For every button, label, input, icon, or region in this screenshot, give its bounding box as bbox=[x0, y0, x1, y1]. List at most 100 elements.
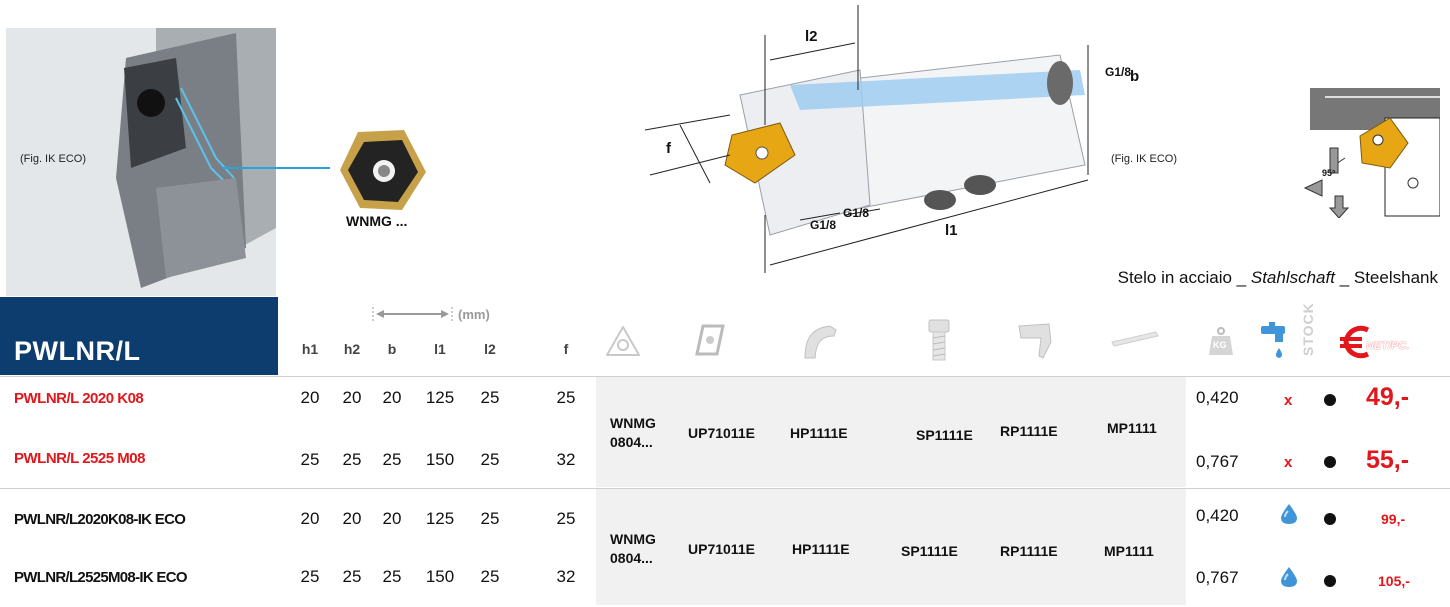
val-h1: 20 bbox=[300, 509, 320, 528]
val-b: 25 bbox=[382, 567, 402, 586]
price: 49,- bbox=[1366, 383, 1410, 411]
shim-part: UP71011E bbox=[688, 425, 755, 441]
col-f: f bbox=[563, 341, 569, 357]
insert-graphic bbox=[338, 128, 430, 217]
euro-icon bbox=[1338, 325, 1378, 364]
dim-g-mid: G1/8 bbox=[843, 206, 870, 220]
insert-label: WNMG ... bbox=[346, 213, 408, 229]
shank-sep-1: _ bbox=[1231, 268, 1251, 287]
approach-diagram bbox=[1300, 88, 1441, 223]
order-code: PWLNR/L 2525 M08 bbox=[14, 450, 145, 467]
insert-code-line2: 0804... bbox=[610, 550, 653, 566]
lever-part: RP1111E bbox=[1000, 423, 1058, 439]
col-l2: l2 bbox=[484, 341, 496, 357]
val-h1: 25 bbox=[300, 450, 320, 469]
table-row[interactable]: PWLNR/L 2020 K08 20 20 20 125 25 25 bbox=[0, 376, 596, 431]
table-row[interactable]: PWLNR/L2020K08-IK ECO 20 20 20 125 25 25 bbox=[0, 489, 596, 545]
price: 105,- bbox=[1378, 573, 1410, 589]
price: 55,- bbox=[1366, 446, 1410, 474]
screw-part: SP1111E bbox=[916, 427, 973, 443]
units-arrow bbox=[372, 306, 453, 321]
weight-icon-label: KG bbox=[1213, 340, 1227, 350]
coolant-drop-icon bbox=[1280, 566, 1298, 593]
weight-value: 0,420 bbox=[1196, 506, 1239, 525]
coolant-drop-icon bbox=[1280, 503, 1298, 530]
technical-drawing bbox=[640, 5, 1111, 285]
val-l1: 150 bbox=[425, 450, 455, 469]
table-row[interactable]: PWLNR/L2525M08-IK ECO 25 25 25 150 25 32 bbox=[0, 546, 596, 604]
val-b: 20 bbox=[382, 388, 402, 407]
coolant-none-mark: x bbox=[1284, 392, 1293, 409]
coolant-tap-icon bbox=[1257, 322, 1289, 367]
dim-g-top: G1/8 bbox=[1105, 65, 1132, 79]
divider-mid bbox=[0, 488, 1450, 489]
clamp-part: HP1111E bbox=[790, 425, 848, 441]
val-l1: 150 bbox=[425, 567, 455, 586]
stock-header: STOCK bbox=[1300, 302, 1316, 356]
val-l1: 125 bbox=[425, 388, 455, 407]
shank-sep-2: _ bbox=[1334, 268, 1354, 287]
dim-b: b bbox=[1130, 68, 1140, 85]
val-h2: 20 bbox=[342, 388, 362, 407]
table-row[interactable]: PWLNR/L 2525 M08 25 25 25 150 25 32 bbox=[0, 432, 596, 487]
shim-icon bbox=[695, 322, 725, 363]
pin-part: MP1111 bbox=[1104, 543, 1154, 559]
shank-caption: Stelo in acciaio _ Stahlschaft _ Steelsh… bbox=[1118, 268, 1438, 288]
shank-caption-de: Stahlschaft bbox=[1250, 268, 1335, 287]
val-f: 25 bbox=[556, 509, 576, 528]
lever-icon bbox=[1015, 320, 1055, 365]
stock-dot bbox=[1324, 575, 1336, 587]
weight-value: 0,420 bbox=[1196, 388, 1239, 407]
drawing-caption: (Fig. IK ECO) bbox=[1111, 153, 1178, 165]
divider-top bbox=[0, 376, 1450, 377]
val-f: 32 bbox=[556, 450, 576, 469]
insert-code-line2: 0804... bbox=[610, 434, 653, 450]
price: 99,- bbox=[1381, 511, 1406, 527]
stock-dot bbox=[1324, 456, 1336, 468]
val-h1: 25 bbox=[300, 567, 320, 586]
tool-holder-photo bbox=[6, 28, 276, 296]
weight-value: 0,767 bbox=[1196, 452, 1239, 471]
screw-part: SP1111E bbox=[901, 543, 958, 559]
shim-part: UP71011E bbox=[688, 541, 755, 557]
dim-g-low: G1/8 bbox=[810, 218, 837, 232]
dim-f: f bbox=[666, 140, 671, 157]
photo-caption: (Fig. IK ECO) bbox=[20, 153, 87, 165]
col-b: b bbox=[387, 341, 397, 357]
val-l2: 25 bbox=[480, 509, 500, 528]
stock-dot bbox=[1324, 513, 1336, 525]
val-h1: 20 bbox=[300, 388, 320, 407]
dim-l2: l2 bbox=[805, 28, 818, 45]
val-l2: 25 bbox=[480, 567, 500, 586]
price-header: NET/PC. bbox=[1366, 340, 1410, 352]
units-label: (mm) bbox=[458, 307, 490, 322]
insert-code-line1: WNMG bbox=[610, 415, 656, 431]
val-l2: 25 bbox=[480, 388, 500, 407]
insert-code: WNMG 0804... bbox=[610, 530, 656, 568]
screw-icon bbox=[925, 318, 953, 367]
col-l1: l1 bbox=[434, 341, 446, 357]
group2-parts-bg bbox=[596, 489, 1186, 605]
pin-part: MP1111 bbox=[1107, 420, 1157, 436]
coolant-none-mark: x bbox=[1284, 454, 1293, 471]
stock-dot bbox=[1324, 394, 1336, 406]
val-h2: 25 bbox=[342, 450, 362, 469]
val-b: 20 bbox=[382, 509, 402, 528]
shank-caption-it: Stelo in acciaio bbox=[1117, 268, 1232, 287]
weight-icon: KG bbox=[1208, 326, 1234, 361]
order-code: PWLNR/L 2020 K08 bbox=[14, 390, 144, 407]
product-title-block: PWLNR/L bbox=[0, 297, 278, 375]
val-h2: 25 bbox=[342, 567, 362, 586]
dim-l1: l1 bbox=[945, 222, 958, 239]
shank-caption-en: Steelshank bbox=[1353, 268, 1438, 287]
lever-part: RP1111E bbox=[1000, 543, 1058, 559]
order-code: PWLNR/L2525M08-IK ECO bbox=[14, 569, 188, 586]
col-h2: h2 bbox=[343, 341, 361, 357]
col-h1: h1 bbox=[301, 341, 319, 357]
val-l1: 125 bbox=[425, 509, 455, 528]
product-title: PWLNR/L bbox=[14, 336, 141, 366]
val-h2: 20 bbox=[342, 509, 362, 528]
clamp-icon bbox=[800, 320, 840, 365]
insert-shape-icon bbox=[605, 325, 641, 364]
val-f: 25 bbox=[556, 388, 576, 407]
